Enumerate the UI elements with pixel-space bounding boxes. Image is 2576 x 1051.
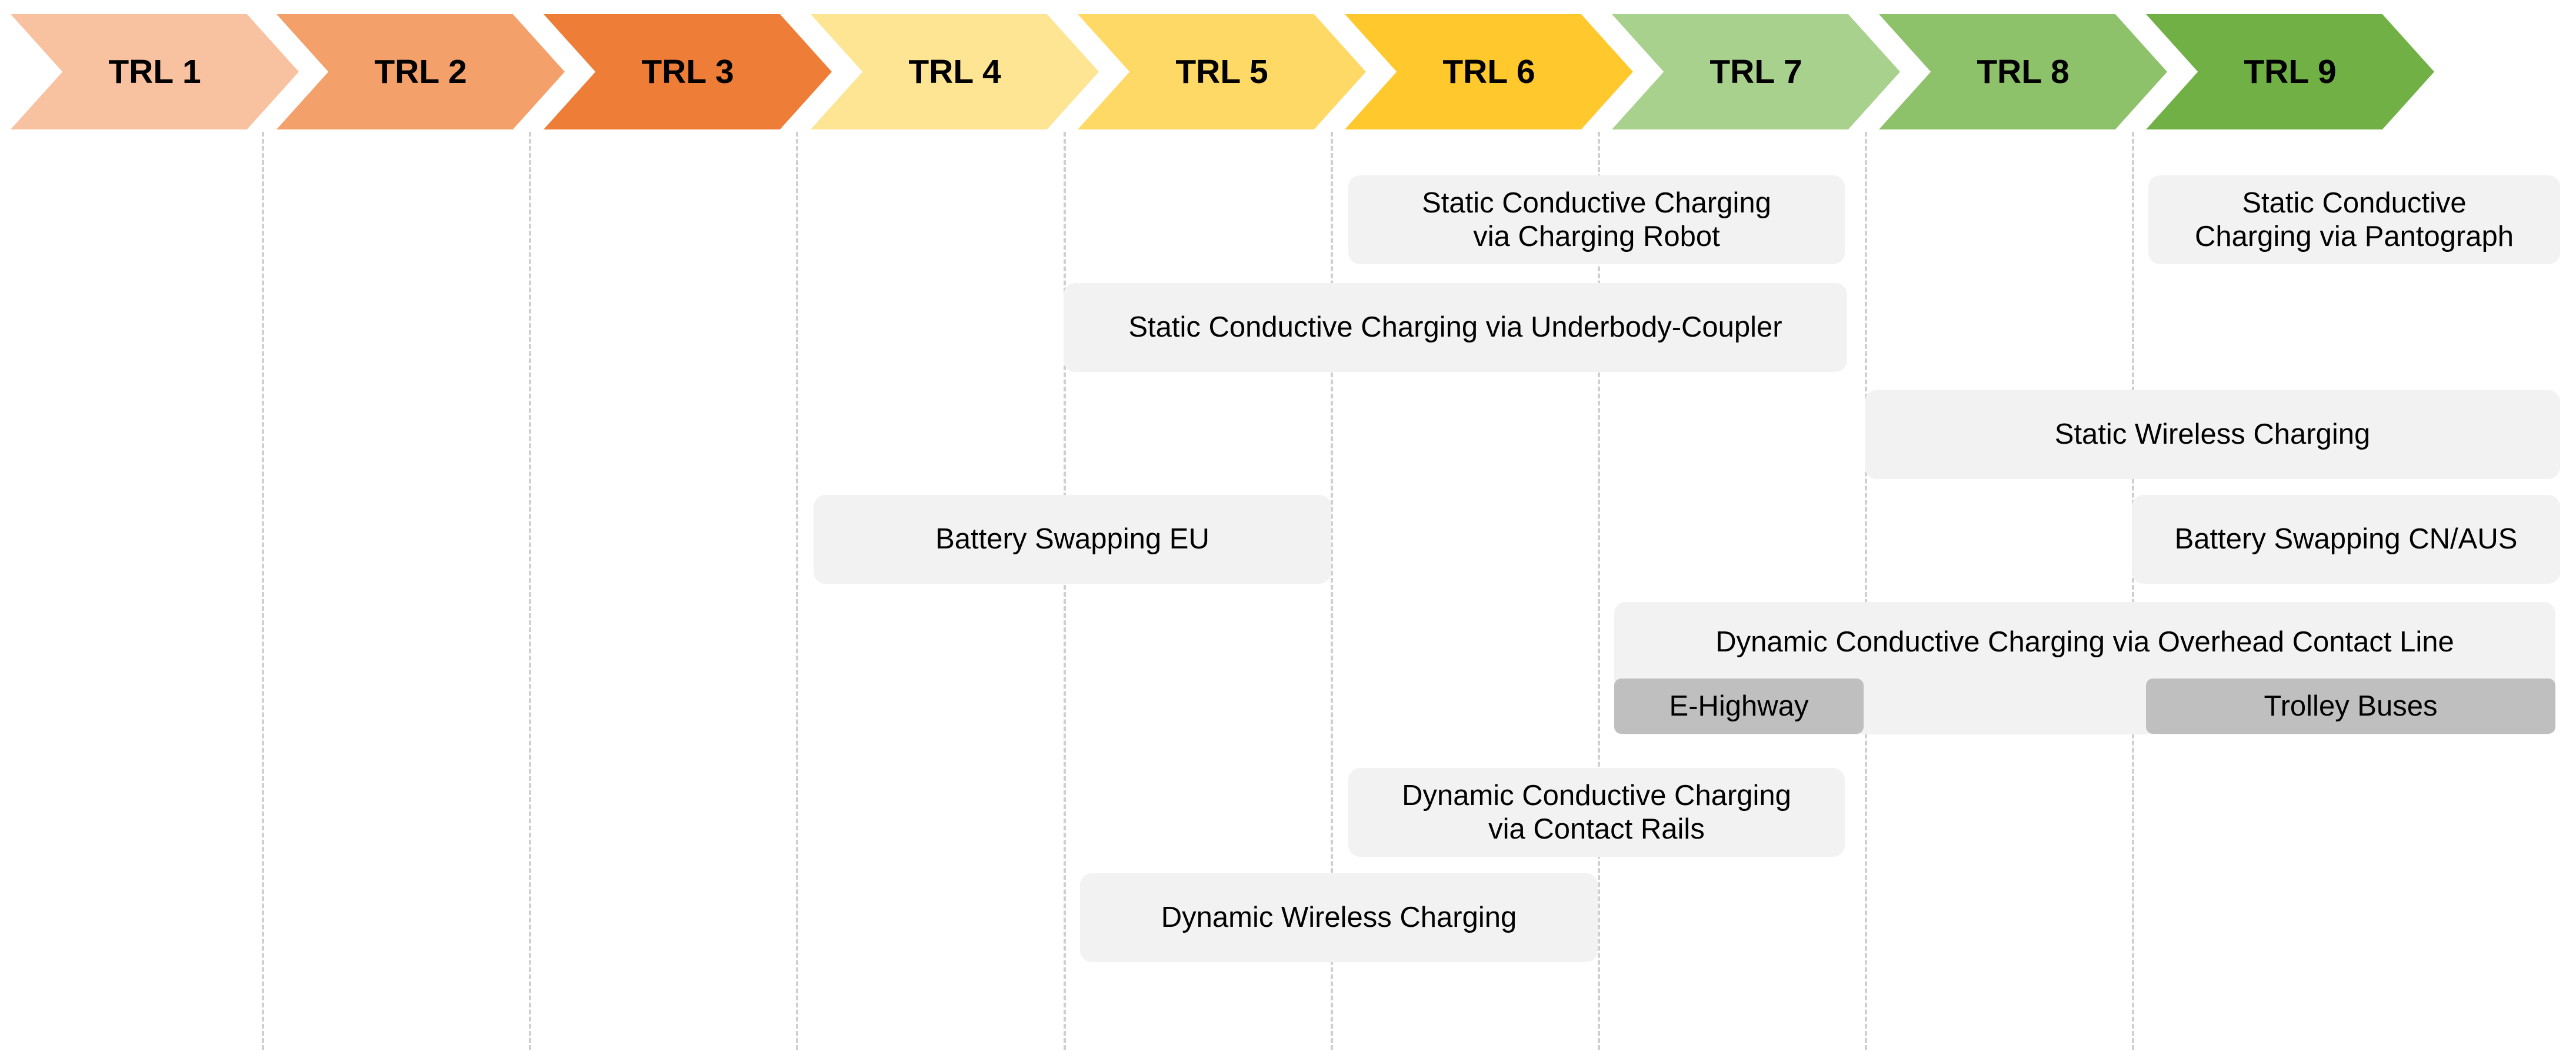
boundary-line-4 <box>1064 132 1066 1050</box>
boundary-line-1 <box>262 132 264 1050</box>
trl-1-chevron: TRL 1 <box>11 14 299 129</box>
trl-8-label: TRL 8 <box>1977 53 2070 91</box>
battery-swapping-eu-box: Battery Swapping EU <box>814 495 1331 584</box>
trl-5-label: TRL 5 <box>1175 53 1268 91</box>
boundary-line-5 <box>1331 132 1333 1050</box>
boundary-line-3 <box>796 132 798 1050</box>
trl-6-label: TRL 6 <box>1442 53 1535 91</box>
static-conductive-robot-box: Static Conductive Charging via Charging … <box>1348 175 1845 264</box>
boundary-line-7 <box>1865 132 1867 1050</box>
trl-4-chevron: TRL 4 <box>811 14 1099 129</box>
trl-7-chevron: TRL 7 <box>1612 14 1900 129</box>
boundary-line-6 <box>1598 132 1600 1050</box>
trl-4-label: TRL 4 <box>908 53 1001 91</box>
dynamic-wireless-box: Dynamic Wireless Charging <box>1080 873 1598 962</box>
e-highway-box: E-Highway <box>1614 679 1864 734</box>
trl-5-chevron: TRL 5 <box>1078 14 1366 129</box>
trl-3-label: TRL 3 <box>641 53 734 91</box>
static-conductive-underbody-box: Static Conductive Charging via Underbody… <box>1064 283 1847 372</box>
trl-3-chevron: TRL 3 <box>544 14 832 129</box>
trl-2-label: TRL 2 <box>374 53 467 91</box>
trl-8-chevron: TRL 8 <box>1879 14 2167 129</box>
boundary-line-8 <box>2132 132 2134 1050</box>
trl-2-chevron: TRL 2 <box>276 14 565 129</box>
trl-9-chevron: TRL 9 <box>2146 14 2434 129</box>
dynamic-overhead-label: Dynamic Conductive Charging via Overhead… <box>1715 626 2454 658</box>
trolley-buses-box: Trolley Buses <box>2146 679 2555 734</box>
battery-swapping-cn-aus-box: Battery Swapping CN/AUS <box>2132 495 2560 584</box>
static-conductive-pantograph-box: Static Conductive Charging via Pantograp… <box>2148 175 2560 264</box>
boundary-line-2 <box>529 132 531 1050</box>
dynamic-conductive-rails-box: Dynamic Conductive Charging via Contact … <box>1348 768 1845 857</box>
trl-7-label: TRL 7 <box>1709 53 1802 91</box>
static-wireless-box: Static Wireless Charging <box>1865 390 2560 479</box>
trl-9-label: TRL 9 <box>2244 53 2337 91</box>
trl-6-chevron: TRL 6 <box>1345 14 1633 129</box>
trl-1-label: TRL 1 <box>108 53 201 91</box>
